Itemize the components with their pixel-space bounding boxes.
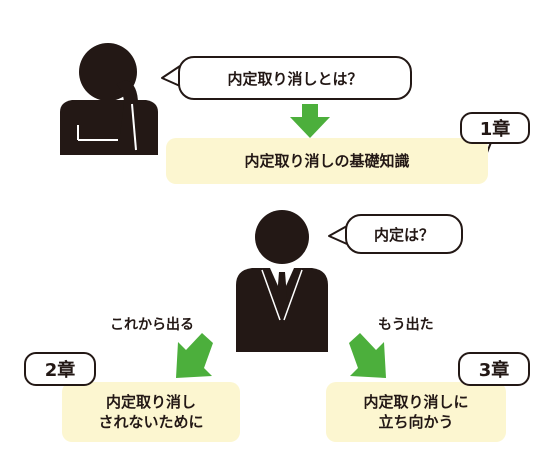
- left-branch-label: これから出る: [110, 317, 194, 333]
- fight-cancellation-box: 内定取り消しに 立ち向かう: [326, 382, 506, 442]
- down-left-arrow-icon: [176, 333, 213, 378]
- basics-text: 内定取り消しの基礎知識: [244, 151, 410, 170]
- middle-question-text: 内定は？: [373, 225, 434, 244]
- down-arrow-icon: [290, 104, 330, 138]
- top-question-bubble: 内定取り消しとは？: [178, 56, 412, 100]
- chapter-1-badge: 1章: [460, 112, 530, 144]
- chapter-3-badge: 3章: [458, 352, 530, 386]
- business-person-icon: [236, 210, 328, 352]
- avoid-cancellation-line-1: 内定取り消し: [105, 392, 196, 411]
- fight-cancellation-line-1: 内定取り消しに: [363, 392, 469, 411]
- avoid-cancellation-line-2: されないために: [98, 413, 204, 431]
- fight-cancellation-line-2: 立ち向かう: [378, 413, 454, 431]
- top-question-text: 内定取り消しとは？: [227, 69, 363, 88]
- bubble-tail: [328, 225, 348, 245]
- right-branch-label: もう出た: [378, 317, 434, 333]
- chapter-2-label: 2章: [44, 360, 76, 381]
- avoid-cancellation-box: 内定取り消し されないために: [62, 382, 240, 442]
- down-right-arrow-icon: [349, 333, 386, 378]
- basics-box: 内定取り消しの基礎知識: [166, 138, 488, 184]
- thinking-person-icon: [60, 43, 158, 155]
- bubble-tail: [161, 65, 181, 87]
- chapter-1-label: 1章: [479, 119, 511, 140]
- chapter-2-badge: 2章: [24, 352, 96, 386]
- middle-question-bubble: 内定は？: [345, 214, 463, 254]
- chapter-3-label: 3章: [478, 360, 510, 381]
